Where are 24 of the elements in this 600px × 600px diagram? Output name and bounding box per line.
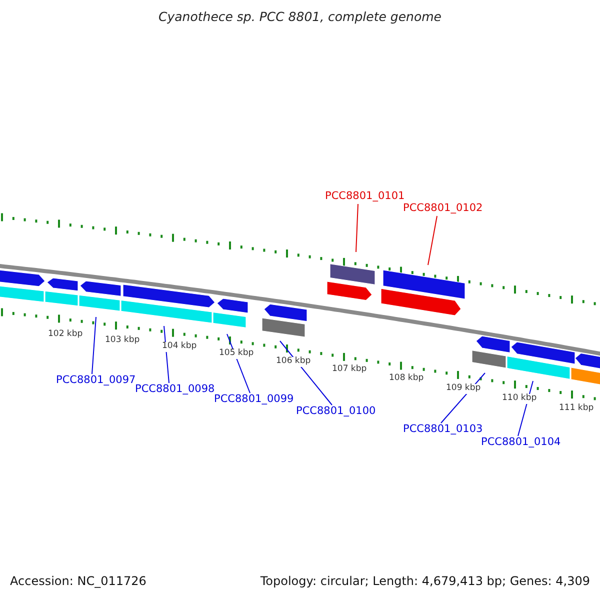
scale-label: 104 kbp (162, 342, 197, 352)
title: Cyanothece sp. PCC 8801, complete genome (158, 10, 442, 24)
leader-line (428, 216, 438, 266)
gene-label: PCC8801_0100 (296, 405, 376, 418)
scale-label: 108 kbp (389, 374, 424, 384)
gene-label: PCC8801_0097 (56, 374, 136, 386)
scale-label: 107 kbp (332, 365, 367, 375)
gene-label: PCC8801_0098 (135, 383, 215, 396)
scale-label: 105 kbp (219, 349, 254, 359)
leader-line (356, 204, 358, 252)
scale-label: 110 kbp (502, 394, 537, 404)
gene-label: PCC8801_0102 (403, 202, 483, 214)
gene-label: PCC8801_0101 (325, 190, 405, 202)
scale-label: 102 kbp (48, 330, 83, 340)
gene-label: PCC8801_0099 (214, 393, 294, 406)
gene-label: PCC8801_0103 (403, 423, 483, 436)
leader-line (92, 316, 96, 374)
scale-label: 109 kbp (446, 384, 481, 394)
accession-text: Accession: NC_011726 (10, 575, 146, 589)
scale-label: 103 kbp (105, 336, 140, 346)
scale-label: 106 kbp (276, 357, 311, 367)
scale-label: 111 kbp (559, 404, 594, 414)
gene-label: PCC8801_0104 (481, 436, 561, 448)
genome-summary-text: Topology: circular; Length: 4,679,413 bp; Genes: 4,309 (260, 575, 590, 589)
